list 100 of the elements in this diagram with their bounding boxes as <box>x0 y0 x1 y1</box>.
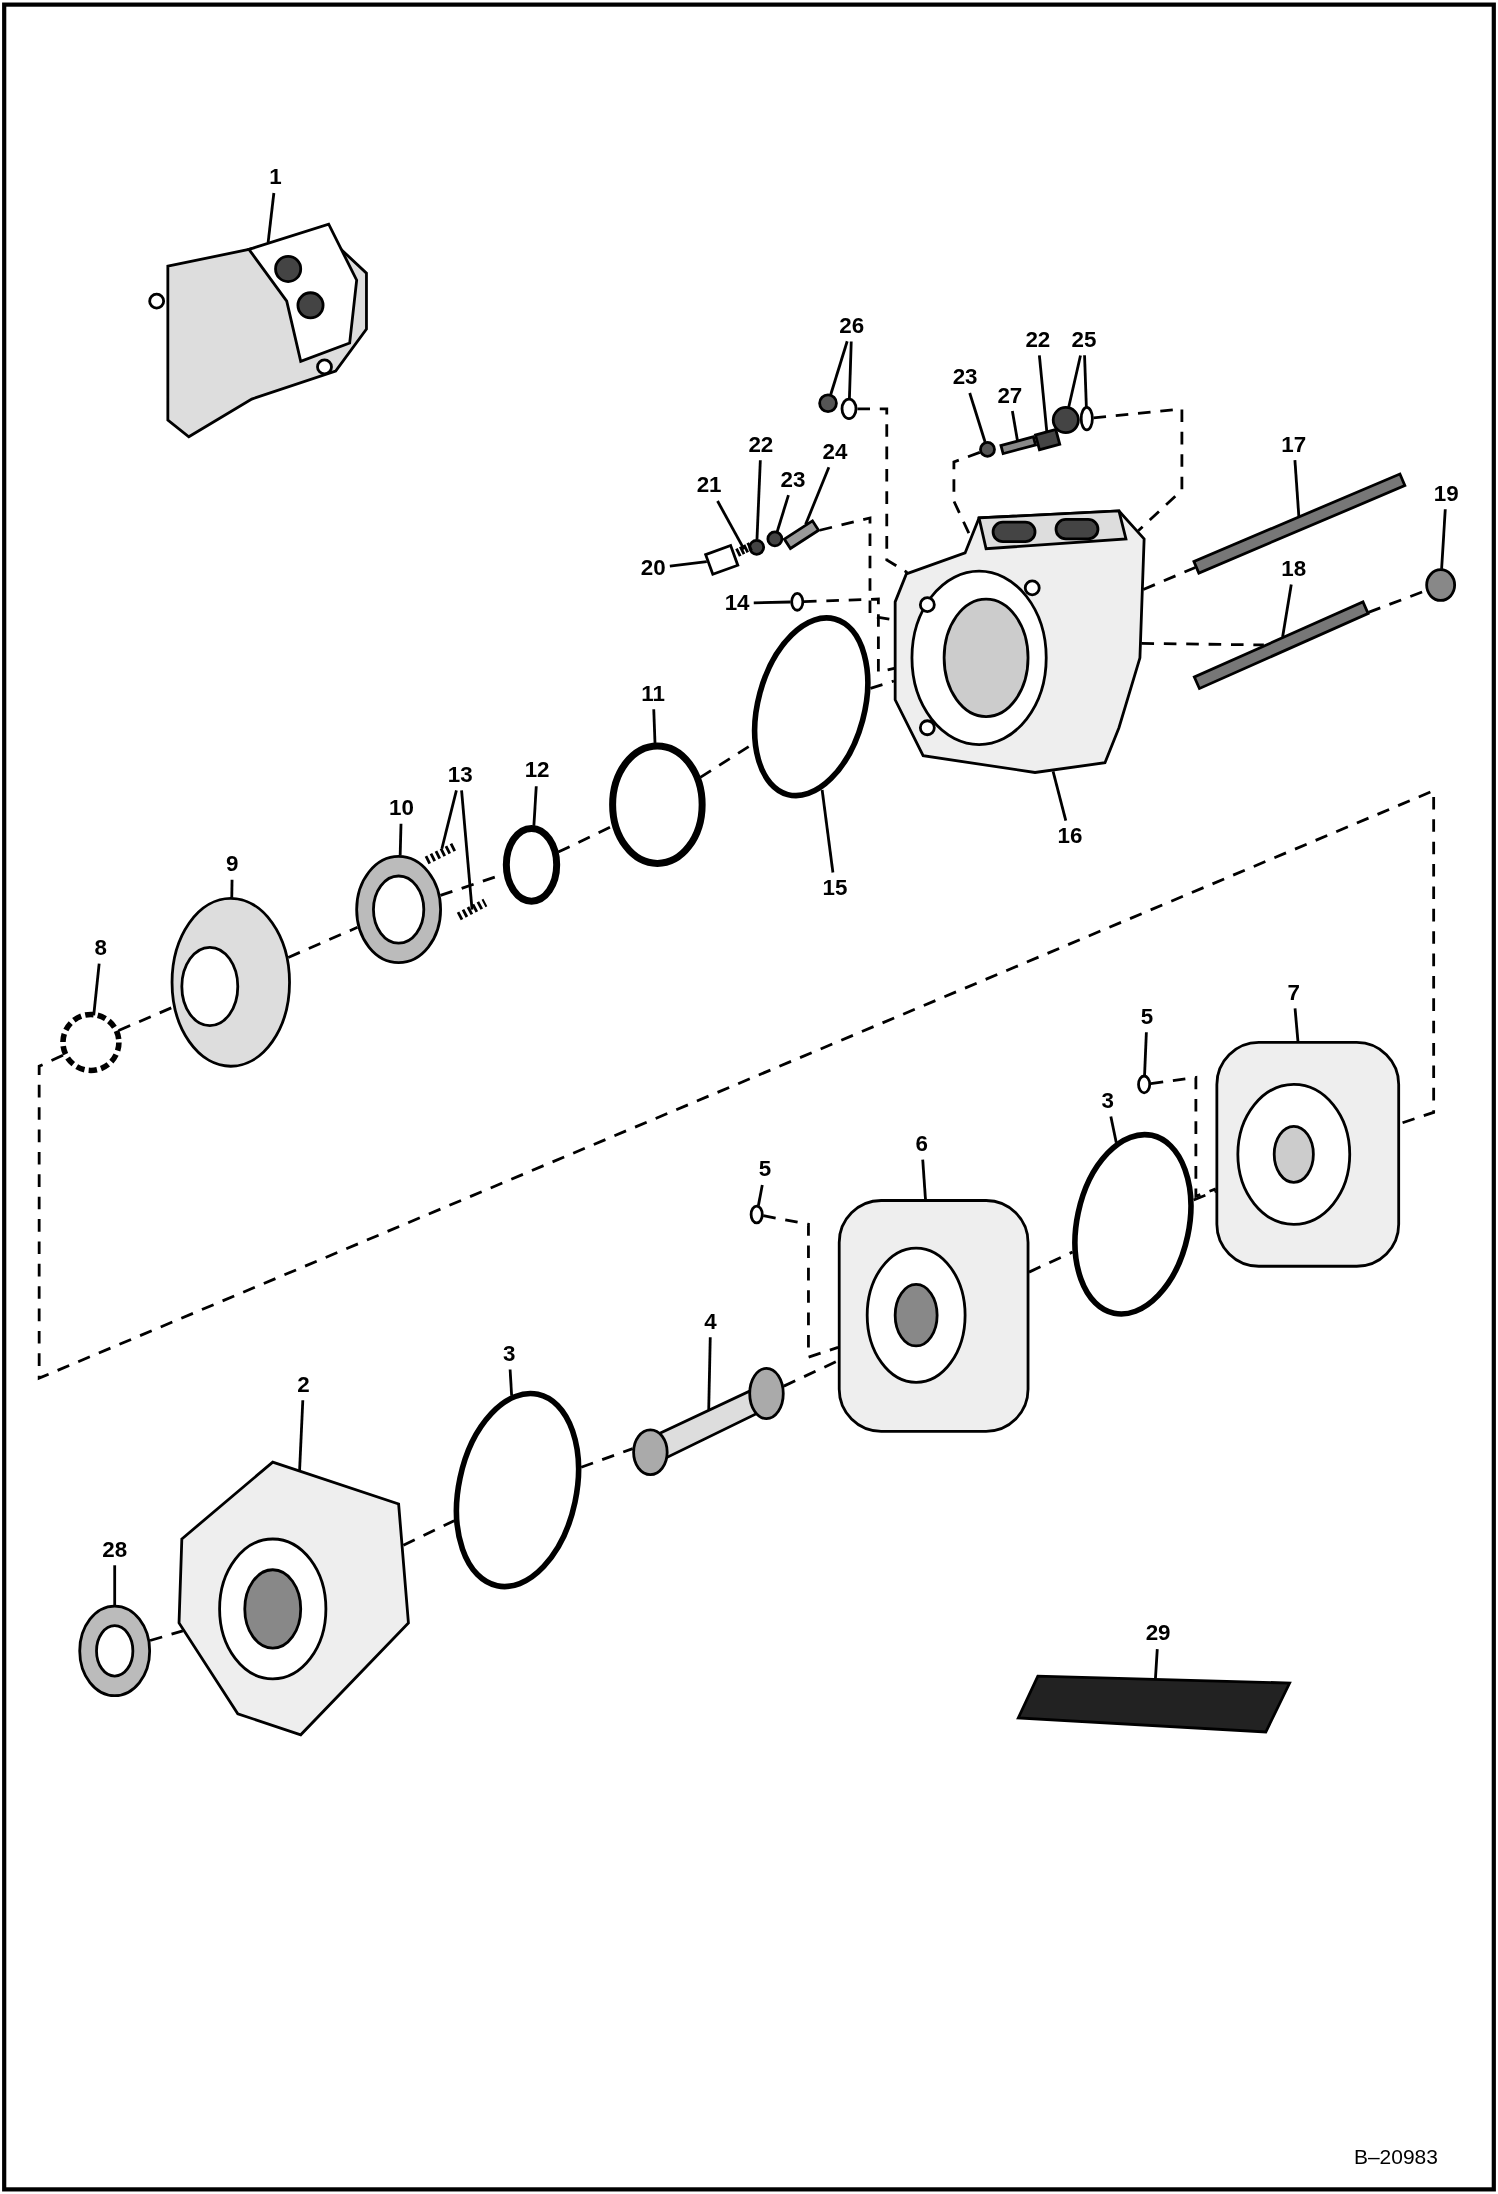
shaft-drawing <box>632 1366 785 1477</box>
spring-icon <box>735 542 753 557</box>
o-ring-icon <box>749 1204 764 1225</box>
callout-number: 5 <box>1130 1001 1164 1033</box>
callout-number: 16 <box>1053 821 1087 852</box>
plate-drawing <box>837 1199 1030 1433</box>
spring-icon <box>1033 427 1062 452</box>
leader-line <box>755 460 762 540</box>
callout-number: 11 <box>636 678 670 710</box>
leader-line <box>460 790 474 910</box>
hydraulic-motor-drawing <box>148 222 368 439</box>
o-ring-icon <box>840 397 858 421</box>
plug-icon <box>1051 406 1080 434</box>
alignment-line <box>287 926 359 959</box>
leader-line <box>1293 1008 1300 1042</box>
leader-line <box>92 963 101 1016</box>
alignment-line <box>580 1447 634 1469</box>
callout-number: 29 <box>1141 1618 1175 1650</box>
leader-line <box>1067 355 1082 408</box>
leader-line <box>921 1159 927 1200</box>
o-ring-drawing <box>453 1390 582 1590</box>
ring-drawing <box>502 824 561 905</box>
callout-number: 8 <box>83 932 118 964</box>
callout-number: 24 <box>818 436 852 468</box>
housing-drawing <box>893 509 1146 774</box>
spring-icon <box>456 898 488 921</box>
callout-number: 26 <box>835 310 869 342</box>
callout-number: 4 <box>693 1306 728 1338</box>
ball-icon <box>748 538 766 556</box>
callout-number: 21 <box>692 469 726 501</box>
leader-line <box>804 466 831 525</box>
nut-icon <box>1425 568 1457 602</box>
leader-line <box>848 341 853 399</box>
leader-line <box>1083 355 1088 408</box>
leader-line <box>829 340 849 396</box>
leader-line <box>1109 1116 1118 1144</box>
leader-line <box>775 494 790 532</box>
leader-line <box>1037 355 1049 432</box>
callout-number: 23 <box>948 362 982 393</box>
alignment-line <box>1193 1189 1217 1202</box>
alignment-line <box>783 1359 839 1388</box>
callout-number: 14 <box>720 587 754 619</box>
callout-number: 25 <box>1067 324 1101 356</box>
leader-line <box>440 790 458 850</box>
callout-number: 20 <box>636 552 670 584</box>
leader-line <box>707 1337 712 1410</box>
callout-number: 27 <box>993 380 1027 412</box>
o-ring-drawing <box>752 615 871 799</box>
leader-line <box>230 879 234 898</box>
alignment-line <box>557 825 613 854</box>
callout-number: 3 <box>492 1338 526 1370</box>
alignment-line <box>1142 566 1196 591</box>
callout-number: 15 <box>818 872 852 904</box>
o-ring-icon <box>1137 1074 1152 1095</box>
alignment-line <box>803 597 895 674</box>
callout-number: 28 <box>97 1534 132 1566</box>
alignment-line <box>857 407 908 574</box>
plug-icon <box>703 543 740 577</box>
leader-line <box>1051 771 1068 821</box>
leader-line <box>1011 410 1019 441</box>
leader-line <box>398 823 403 856</box>
callout-number: 18 <box>1277 553 1311 585</box>
leader-line <box>1293 460 1301 517</box>
callout-number: 6 <box>904 1128 939 1160</box>
leader-line <box>1143 1032 1148 1076</box>
leader-line <box>266 192 276 243</box>
leader-line <box>113 1565 117 1606</box>
o-ring-icon <box>790 592 805 612</box>
seal-drawing <box>355 855 442 965</box>
drawing-number: B–20983 <box>1353 2145 1438 2167</box>
callout-number: 5 <box>748 1153 782 1185</box>
callout-number: 2 <box>286 1369 321 1401</box>
leader-line <box>1440 509 1447 569</box>
leader-line <box>757 1184 764 1207</box>
gear-drawing <box>60 1011 122 1074</box>
alignment-line <box>149 1629 184 1642</box>
callout-number: 12 <box>520 755 554 787</box>
leader-line <box>298 1400 305 1471</box>
callout-number: 3 <box>1090 1085 1125 1117</box>
ring-drawing <box>609 742 706 867</box>
callout-number: 9 <box>215 849 249 880</box>
leader-line <box>532 786 538 826</box>
leader-line <box>753 600 791 605</box>
ball-icon <box>818 393 838 414</box>
alignment-line <box>37 788 1436 1381</box>
o-ring-icon <box>766 530 784 548</box>
alignment-line <box>1028 1250 1074 1274</box>
alignment-line <box>763 1214 839 1360</box>
leader-line <box>968 392 987 443</box>
callout-number: 22 <box>1021 324 1055 356</box>
callout-number: 22 <box>744 429 778 461</box>
end-cap-drawing <box>177 1460 410 1737</box>
leader-line <box>1154 1648 1159 1679</box>
alignment-line <box>118 1005 174 1032</box>
plate-drawing <box>1215 1041 1401 1268</box>
o-ring-drawing <box>1072 1131 1194 1317</box>
callout-number: 17 <box>1277 429 1311 461</box>
callout-number: 10 <box>384 793 419 824</box>
leader-line <box>1281 584 1293 638</box>
seal-drawing <box>78 1604 152 1698</box>
